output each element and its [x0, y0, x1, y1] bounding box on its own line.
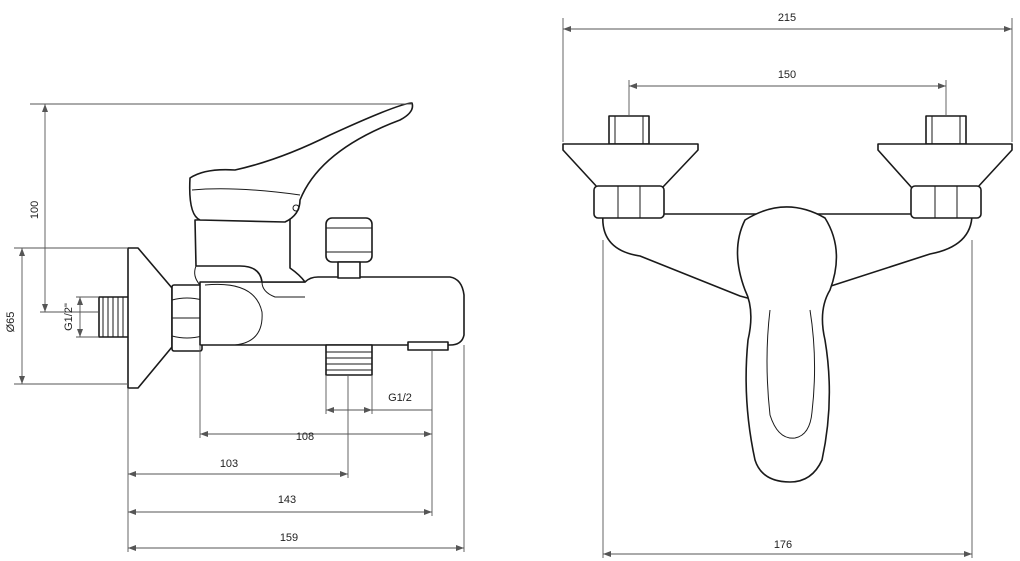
mixer-body — [199, 276, 465, 346]
side-view-dimensions: 100 Ø65 G1/2" G1/2 108 — [5, 103, 465, 552]
right-hex-nut — [910, 185, 982, 219]
diverter-knob — [325, 217, 373, 279]
lever-handle — [188, 102, 414, 223]
front-view — [562, 115, 1013, 483]
dim-height-lever: 100 — [29, 201, 41, 219]
dim-length-159: 159 — [280, 532, 298, 544]
dim-length-108: 108 — [296, 431, 314, 443]
hex-nut — [171, 284, 203, 352]
outlet-thread — [325, 344, 373, 376]
wall-flange — [127, 247, 173, 389]
inlet-pipe — [98, 296, 130, 338]
dim-flange-diameter: Ø65 — [5, 312, 17, 333]
right-escutcheon — [877, 143, 1013, 189]
side-view — [98, 102, 465, 389]
dim-outlet-thread: G1/2 — [388, 392, 412, 404]
front-lever — [736, 206, 838, 483]
dim-body-width: 176 — [774, 539, 792, 551]
dim-length-103: 103 — [220, 458, 238, 470]
front-view-dimensions: 215 150 176 — [562, 12, 1013, 558]
lever-inner-contour — [766, 309, 816, 439]
dim-inlet-thread: G1/2" — [63, 303, 75, 331]
right-inlet-stub — [925, 115, 967, 145]
dim-overall-width: 215 — [778, 12, 796, 24]
left-inlet-stub — [608, 115, 650, 145]
body-curve-joint — [204, 283, 263, 346]
left-hex-nut — [593, 185, 665, 219]
cartridge-housing — [194, 217, 306, 283]
spout-aerator — [407, 341, 449, 351]
dim-length-143: 143 — [278, 494, 296, 506]
left-escutcheon — [562, 143, 699, 189]
dim-inlet-spacing: 150 — [778, 69, 796, 81]
